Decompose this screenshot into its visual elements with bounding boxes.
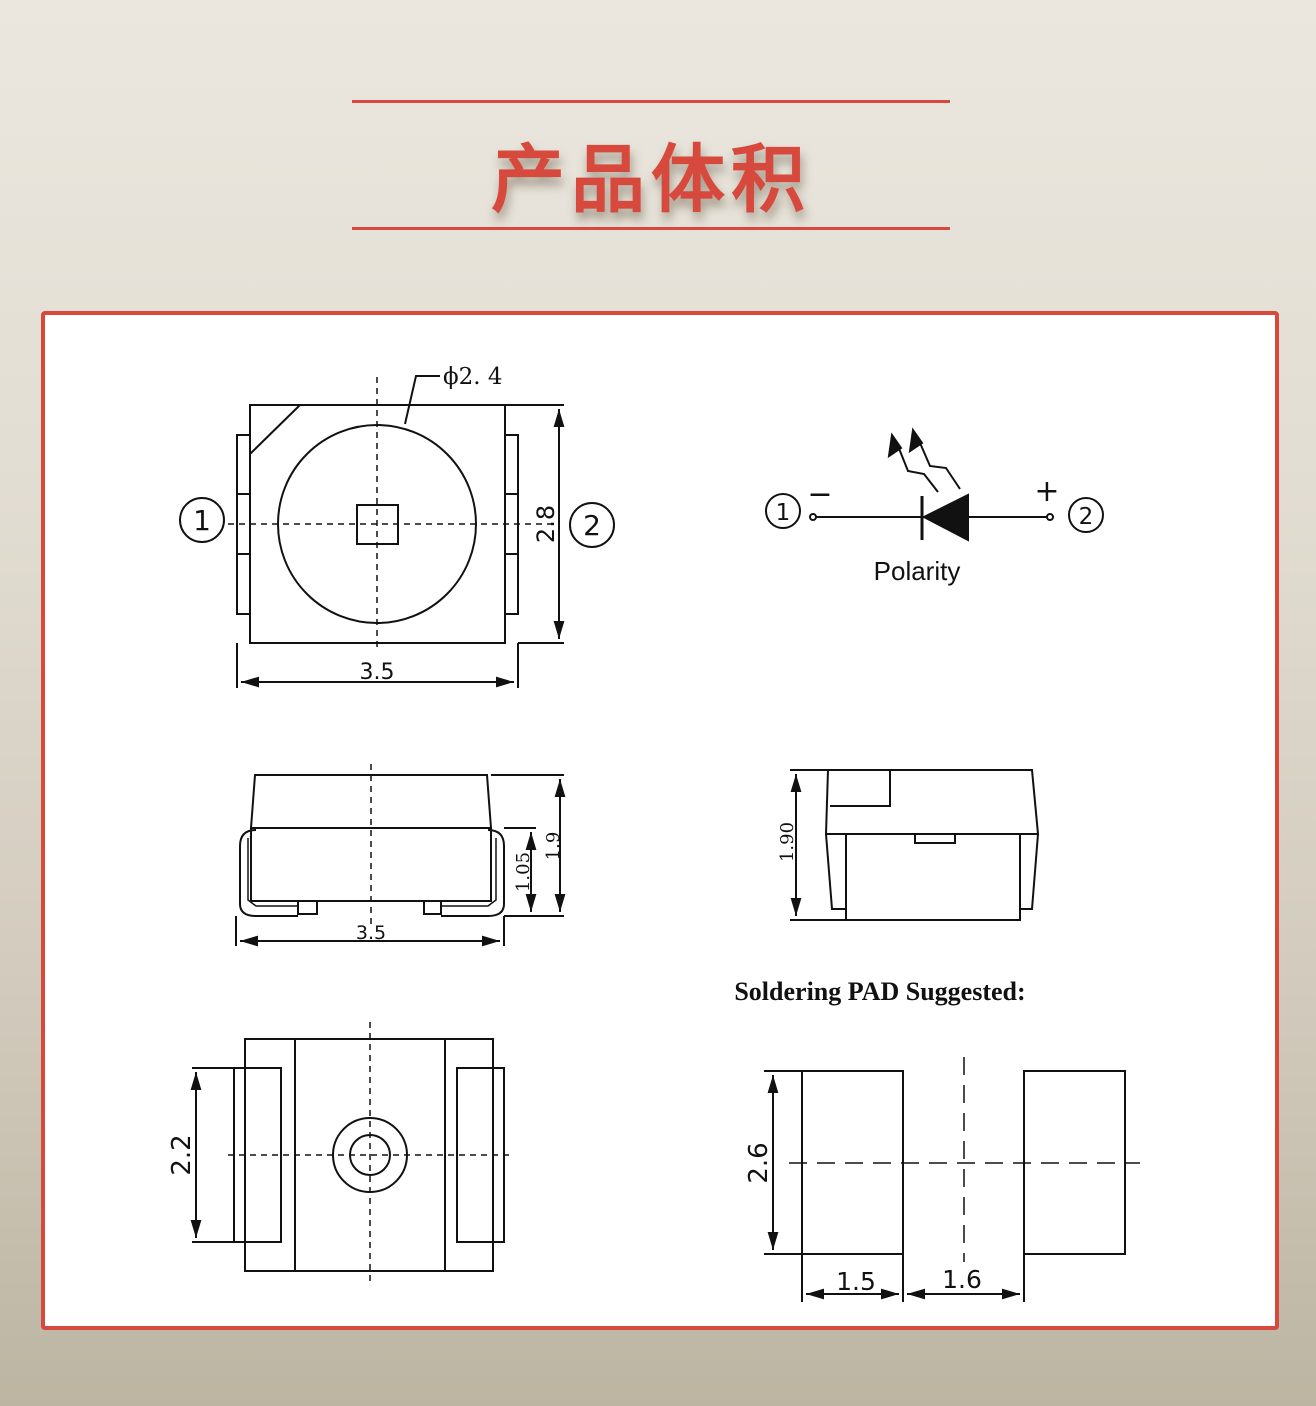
light-arrow-1 [895, 440, 939, 493]
end-body-outline [825, 833, 1039, 921]
bottom-body-outline [244, 1038, 494, 1272]
end-height-dim-label: 1.90 [777, 822, 798, 862]
end-top-outline [824, 769, 1040, 835]
polarity-pin1-circle [765, 493, 801, 529]
drawing-panel: ϕ2. 4 1 2 2.8 3.5 1 2 − + Polarity 3.5 1… [41, 311, 1279, 1330]
end-view [790, 769, 1040, 921]
left-lead-bend [239, 829, 298, 917]
pin2-circle [569, 502, 615, 548]
top-view [179, 375, 615, 688]
polarity-pin2-label: 2 [1079, 504, 1094, 530]
top-width-dim-label: 3.5 [360, 660, 395, 685]
pin1-label: 1 [193, 504, 211, 537]
minus-sign: − [807, 477, 832, 512]
side-inner-height-label: 1.05 [513, 852, 534, 892]
side-total-height-label: 1.9 [543, 832, 564, 861]
plus-sign: + [1034, 474, 1059, 509]
pad-height-dim-label: 2.6 [744, 1142, 774, 1183]
page-title: 产品体积 [491, 137, 811, 223]
polarity-symbol [765, 427, 1104, 542]
soldering-pad [764, 1057, 1140, 1302]
bottom-height-dim-label: 2.2 [167, 1134, 197, 1175]
right-lead-bend [441, 829, 505, 917]
phi-leader [404, 375, 440, 425]
pin1-circle [179, 497, 225, 543]
end-center-tab [914, 833, 956, 844]
phi-label: ϕ2. 4 [443, 364, 503, 390]
dimension-drawing: ϕ2. 4 1 2 2.8 3.5 1 2 − + Polarity 3.5 1… [167, 364, 1140, 1302]
top-height-dim-label: 2.8 [532, 505, 560, 543]
side-width-dim-label: 3.5 [356, 922, 386, 944]
pin2-label: 2 [583, 509, 601, 542]
pad-gap-dim-label: 1.6 [942, 1265, 982, 1294]
title-rule-top [352, 100, 950, 103]
diode-triangle [921, 493, 969, 542]
title-rule-bottom [352, 227, 950, 230]
polarity-pin1-label: 1 [776, 500, 791, 526]
pad-width-dim-label: 1.5 [836, 1267, 876, 1296]
terminal-dot-left [809, 513, 817, 521]
cathode-chamfer [249, 404, 301, 455]
end-top-notch [830, 769, 891, 807]
side-view [235, 764, 566, 947]
light-arrow-2 [916, 435, 961, 490]
terminal-dot-right [1046, 513, 1054, 521]
polarity-pin2-circle [1068, 497, 1104, 533]
polarity-caption: Polarity [874, 556, 961, 586]
bottom-view [190, 1022, 514, 1284]
pad-heading: Soldering PAD Suggested: [734, 977, 1025, 1006]
